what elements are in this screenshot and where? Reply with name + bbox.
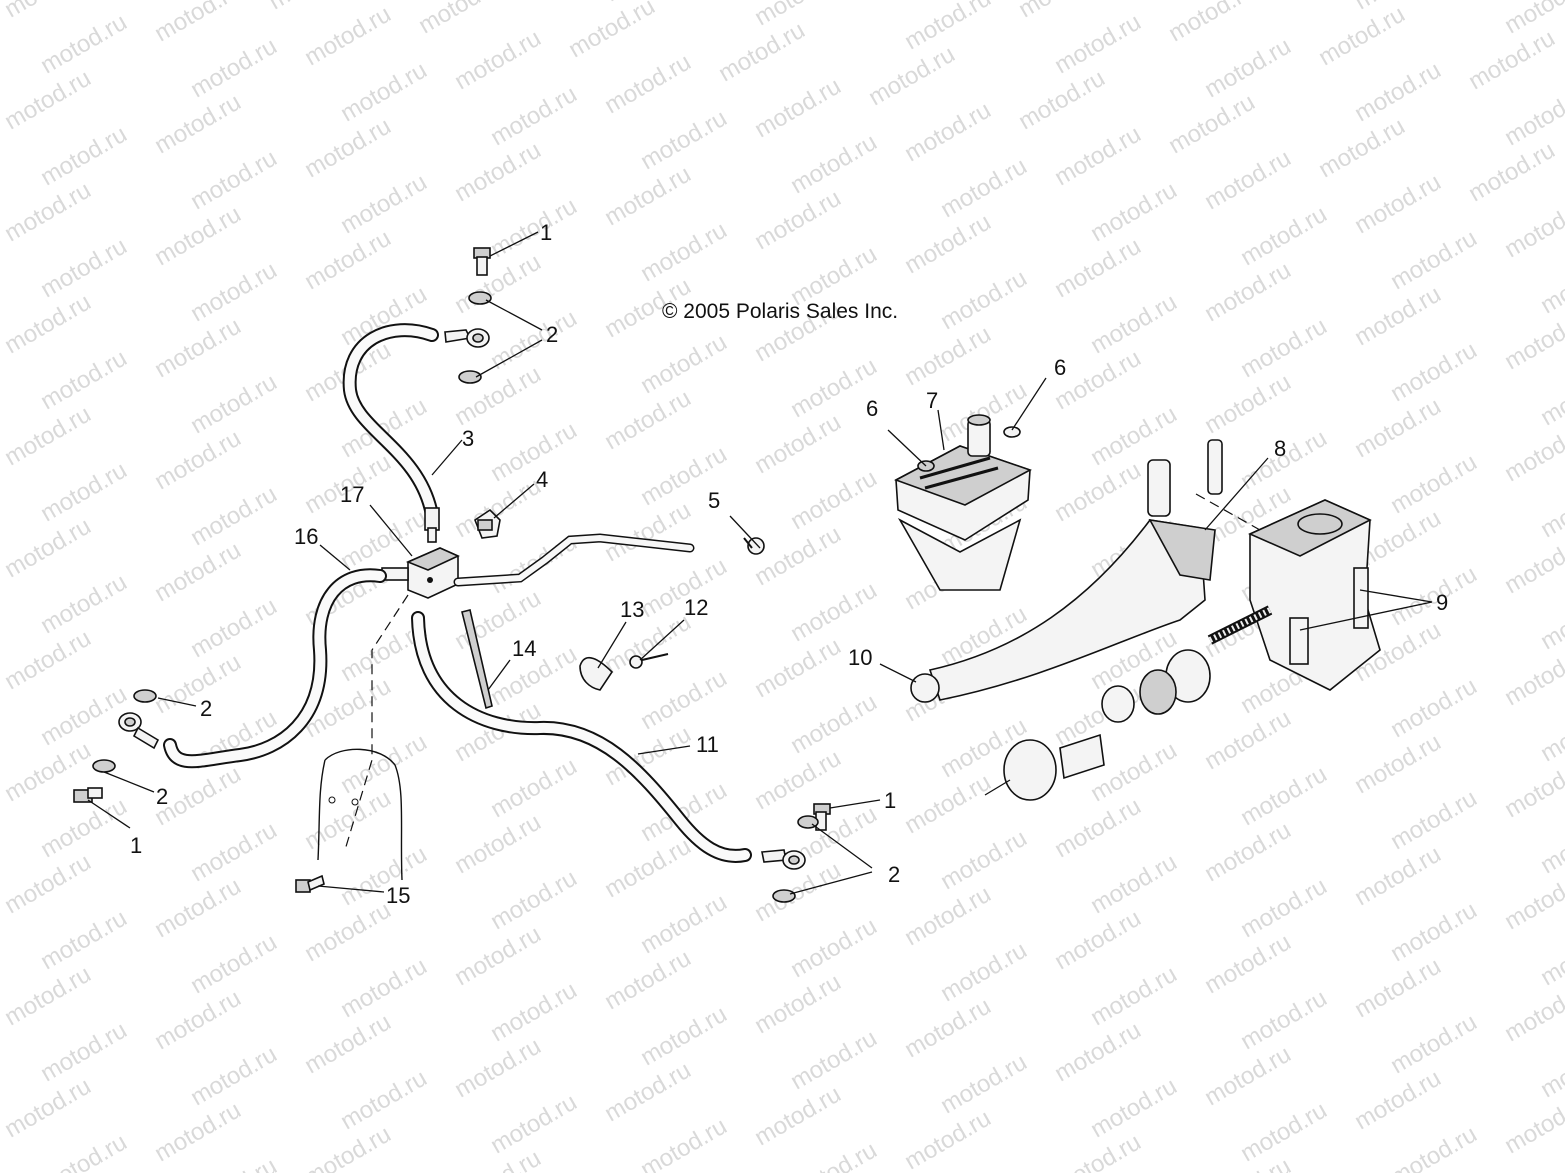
reservoir-cap-plug bbox=[967, 414, 991, 457]
callout-6-left: 6 bbox=[866, 396, 878, 421]
assembly-line-pin bbox=[1195, 493, 1261, 531]
callout-2-left-upper: 2 bbox=[200, 696, 212, 721]
piston-spring bbox=[1207, 605, 1273, 645]
callout-1-top: 1 bbox=[540, 220, 552, 245]
dust-boot bbox=[984, 733, 1105, 801]
hose-clip-strap bbox=[461, 609, 493, 710]
callout-14: 14 bbox=[512, 636, 536, 661]
assembly-line-frame bbox=[344, 594, 409, 851]
banjo-fitting-right bbox=[761, 849, 806, 870]
sealing-washer-left-1 bbox=[133, 689, 157, 703]
frame-outline bbox=[317, 748, 403, 881]
callout-4: 4 bbox=[536, 467, 548, 492]
banjo-fitting-left bbox=[118, 712, 160, 750]
callout-12: 12 bbox=[684, 595, 708, 620]
banjo-fitting-top bbox=[444, 328, 490, 348]
copyright-notice: © 2005 Polaris Sales Inc. bbox=[662, 300, 899, 323]
clamp-5 bbox=[743, 537, 765, 555]
leader-lines bbox=[87, 231, 1433, 895]
banjo-bolt-left bbox=[73, 787, 103, 803]
brake-hose-3 bbox=[342, 323, 440, 543]
hose-guide-bracket bbox=[579, 656, 614, 691]
cover-screw-right bbox=[1003, 426, 1021, 438]
clamp-bolts-9 bbox=[1289, 567, 1369, 665]
pivot-pin-8 bbox=[1147, 459, 1171, 517]
callout-10: 10 bbox=[848, 645, 872, 670]
callout-9: 9 bbox=[1436, 590, 1448, 615]
mounting-bolt-15 bbox=[295, 874, 325, 893]
callout-15: 15 bbox=[386, 883, 410, 908]
callout-11: 11 bbox=[696, 732, 719, 757]
screw-12 bbox=[629, 653, 669, 669]
piston-seals bbox=[1101, 649, 1211, 723]
callout-13: 13 bbox=[620, 597, 644, 622]
callout-17: 17 bbox=[340, 482, 364, 507]
callout-6-right: 6 bbox=[1054, 355, 1066, 380]
brake-hose-11 bbox=[411, 611, 752, 863]
callout-3: 3 bbox=[462, 426, 474, 451]
lever-pivot-pin bbox=[1207, 439, 1223, 495]
sealing-washer-top-2 bbox=[458, 370, 482, 384]
brake-line-to-master bbox=[453, 533, 695, 587]
callout-2-left-lower: 2 bbox=[156, 784, 168, 809]
callout-7: 7 bbox=[926, 388, 938, 413]
brake-lever bbox=[910, 518, 1216, 703]
bleeder-screw bbox=[474, 508, 501, 539]
brake-hose-16 bbox=[163, 568, 387, 769]
sealing-washer-top-1 bbox=[468, 291, 492, 305]
callout-1-left: 1 bbox=[130, 833, 142, 858]
callout-1-right: 1 bbox=[884, 788, 896, 813]
callout-2-top: 2 bbox=[546, 322, 558, 347]
callout-8: 8 bbox=[1274, 436, 1286, 461]
banjo-bolt-top bbox=[473, 247, 491, 276]
sealing-washer-left-2 bbox=[92, 759, 116, 773]
callout-16: 16 bbox=[294, 524, 318, 549]
sealing-washer-right-2 bbox=[772, 889, 796, 903]
brake-junction-block bbox=[381, 547, 460, 599]
reservoir-cover bbox=[894, 445, 1032, 591]
callout-5: 5 bbox=[708, 488, 720, 513]
callout-2-right: 2 bbox=[888, 862, 900, 887]
